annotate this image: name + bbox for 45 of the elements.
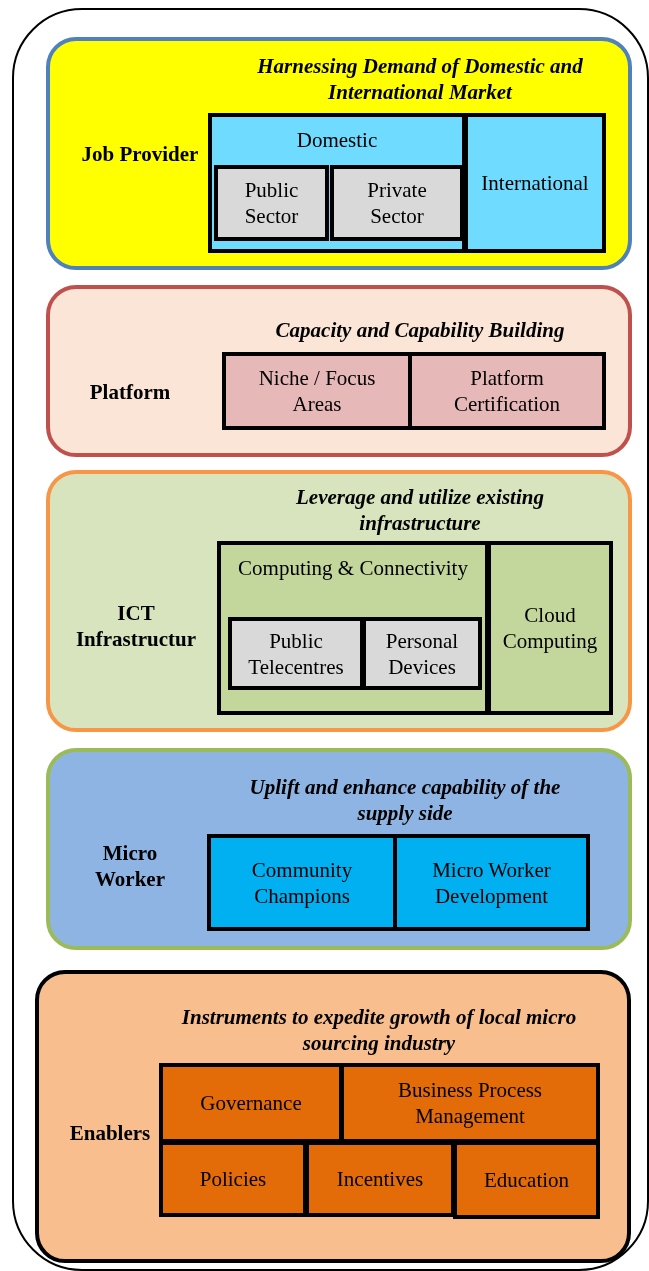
category-box [208, 113, 466, 253]
layer-heading: Capacity and Capability Building [274, 317, 566, 343]
category-box [159, 1063, 343, 1143]
box-label: International [480, 170, 590, 196]
layer-label: Micro Worker [94, 840, 166, 892]
category-box [214, 165, 329, 241]
category-box [453, 1141, 600, 1219]
layer-heading: Harnessing Demand of Domestic and International Market [256, 53, 584, 105]
box-label: Education [482, 1167, 571, 1193]
box-label: Governance [199, 1090, 303, 1116]
layer-label: ICT Infrastructur [74, 600, 198, 652]
box-label: Personal Devices [384, 627, 460, 680]
layer-panel [46, 37, 632, 270]
box-label: Computing & Connectivity [237, 555, 469, 581]
layer-panel [46, 748, 632, 950]
category-box [340, 1063, 600, 1143]
box-label: Public Telecentres [247, 627, 345, 680]
category-box [217, 541, 489, 715]
layer-panel [35, 970, 631, 1263]
layer-label: Platform [88, 379, 172, 405]
category-box [228, 617, 364, 690]
box-label: Business Process Management [396, 1077, 544, 1129]
box-label: Incentives [335, 1166, 425, 1192]
layer-label: Enablers [68, 1120, 152, 1146]
box-label: Private Sector [366, 177, 428, 229]
box-label: Policies [198, 1166, 268, 1192]
layer-panel [46, 285, 632, 457]
box-label: Public Sector [243, 177, 300, 229]
category-box [305, 1141, 455, 1217]
category-box [464, 113, 606, 253]
box-label: Niche / Focus Areas [257, 365, 377, 417]
box-label: Cloud Computing [501, 602, 599, 654]
layer-label: Job Provider [80, 141, 200, 167]
box-label: Micro Worker Development [431, 856, 552, 909]
layer-panel [46, 470, 632, 732]
category-box [362, 617, 482, 690]
category-box [159, 1141, 307, 1217]
layer-heading: Instruments to expedite growth of local micro sourcing industry [180, 1004, 578, 1056]
layer-heading: Uplift and enhance capability of the supply side [248, 774, 562, 826]
category-box [330, 165, 464, 241]
category-box [487, 541, 613, 715]
box-label: Community Champions [250, 856, 354, 909]
layer-heading: Leverage and utilize existing infrastructure [295, 484, 545, 536]
box-label: Domestic [295, 127, 379, 153]
box-label: Platform Certification [452, 365, 562, 417]
